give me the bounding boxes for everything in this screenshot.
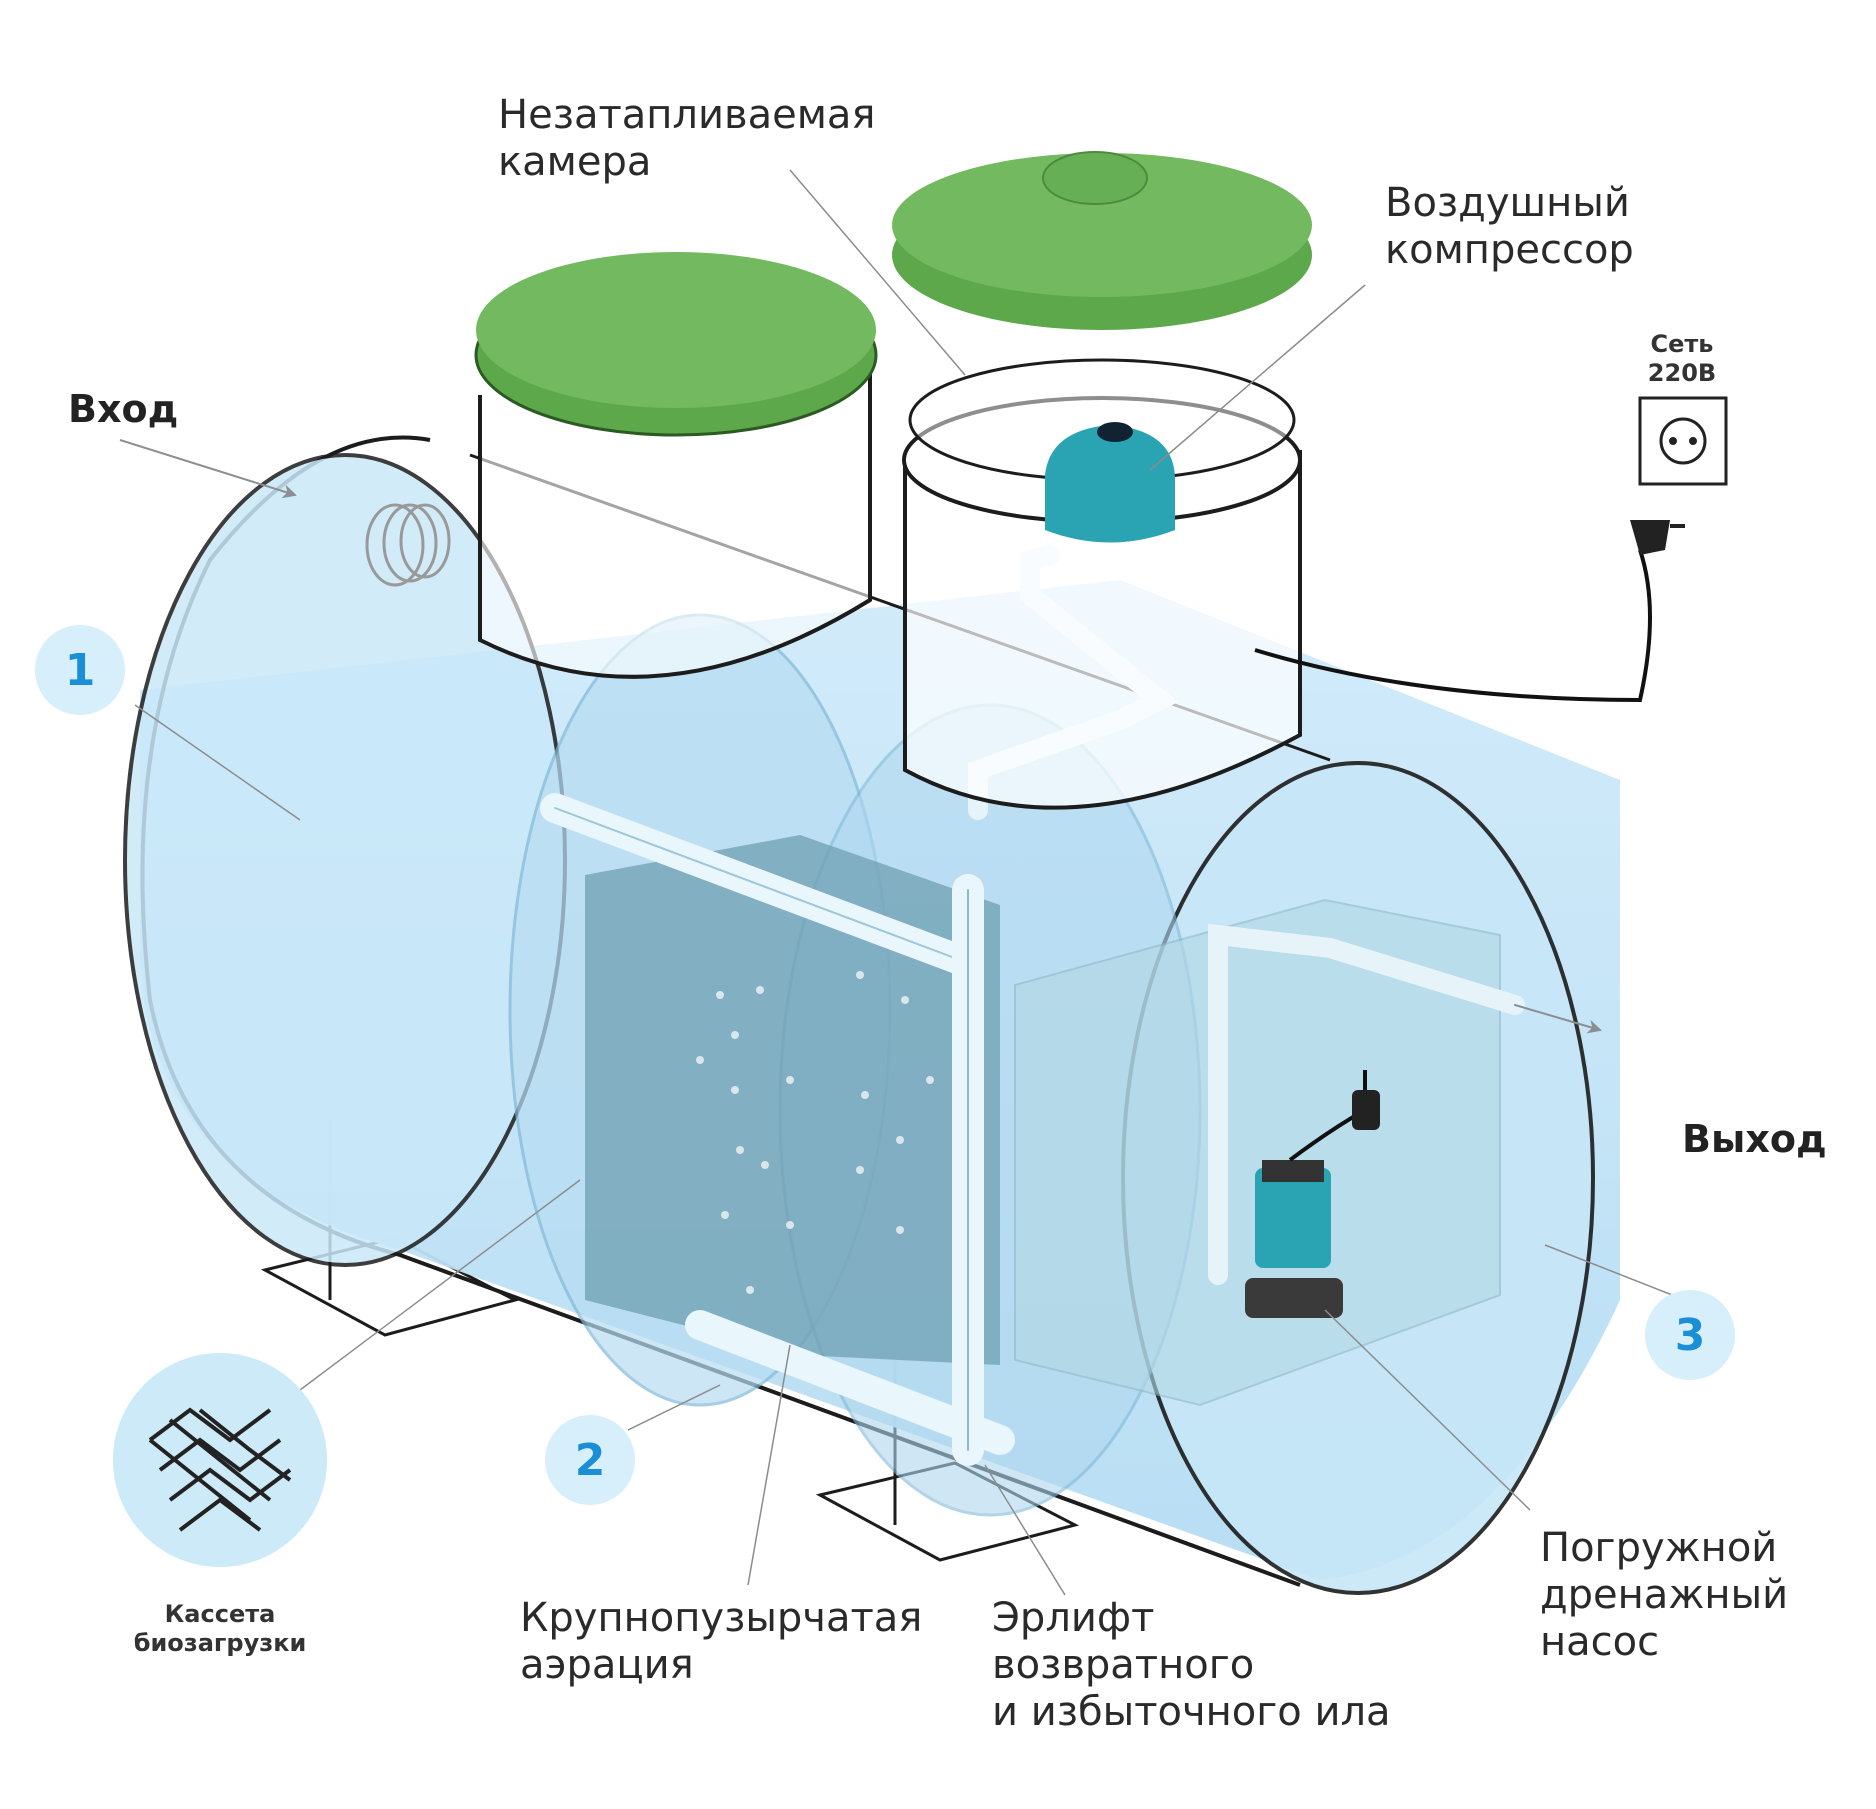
leader-lines bbox=[134, 169, 1686, 1596]
badge-2: 2 bbox=[545, 1415, 635, 1505]
badge-3: 3 bbox=[1645, 1290, 1735, 1380]
label-outlet: Выход bbox=[1682, 1117, 1827, 1161]
mesh-icon bbox=[113, 1353, 327, 1567]
drainage-pump-icon bbox=[1245, 1070, 1380, 1318]
service-hatch-left bbox=[474, 252, 878, 679]
power-cord bbox=[1254, 549, 1652, 703]
bioload-block bbox=[585, 835, 1000, 1365]
plug-icon bbox=[1630, 520, 1685, 555]
badge-1: 1 bbox=[35, 625, 125, 715]
socket-icon bbox=[1638, 396, 1728, 486]
arrow-icon bbox=[119, 439, 297, 499]
pump-chamber bbox=[1014, 898, 1501, 1407]
label-inlet: Вход bbox=[68, 387, 179, 431]
compressor-icon bbox=[1045, 422, 1175, 543]
unheated-chamber bbox=[892, 151, 1312, 810]
inlet-port bbox=[365, 503, 451, 587]
